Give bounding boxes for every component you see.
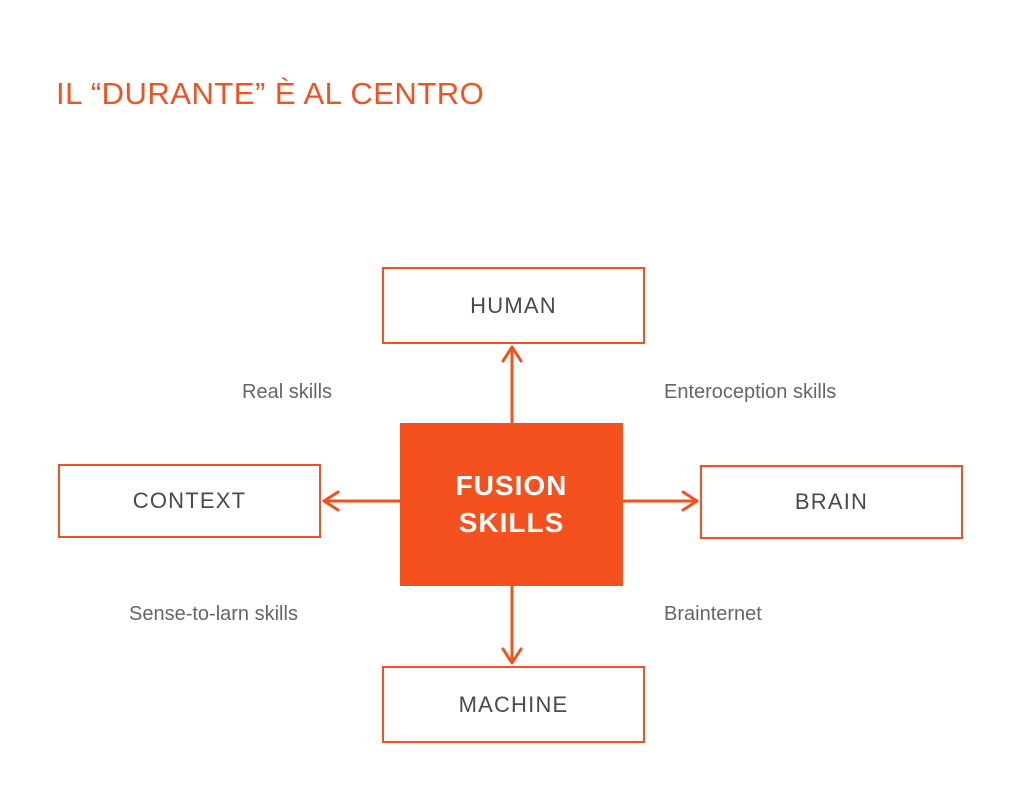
- caption-real-skills: Real skills: [242, 381, 333, 403]
- arrow-head-hub-to-human: [501, 345, 523, 363]
- hub-fusion-skills[interactable]: FUSION SKILLS: [400, 423, 623, 586]
- node-machine-label: MACHINE: [458, 691, 569, 717]
- hub-label-line-1: FUSION: [455, 470, 568, 502]
- hub-label-line-2: SKILLS: [458, 506, 565, 538]
- node-context[interactable]: CONTEXT: [58, 464, 321, 538]
- arrow-head-hub-to-brain: [681, 490, 699, 512]
- caption-brainternet: Brainternet: [664, 603, 762, 625]
- caption-sense-to-larn-skills: Sense-to-larn skills: [129, 603, 298, 625]
- caption-enteroception-skills: Enteroception skills: [664, 381, 837, 403]
- page-title: IL “DURANTE” È AL CENTRO: [56, 76, 485, 111]
- node-machine[interactable]: MACHINE: [382, 666, 645, 743]
- node-brain[interactable]: BRAIN: [700, 465, 963, 539]
- node-context-label: CONTEXT: [132, 488, 247, 513]
- node-human[interactable]: HUMAN: [382, 267, 645, 344]
- arrow-head-hub-to-machine: [501, 647, 523, 665]
- node-brain-label: BRAIN: [794, 489, 869, 514]
- arrow-head-hub-to-context: [322, 490, 340, 512]
- node-human-label: HUMAN: [470, 292, 557, 318]
